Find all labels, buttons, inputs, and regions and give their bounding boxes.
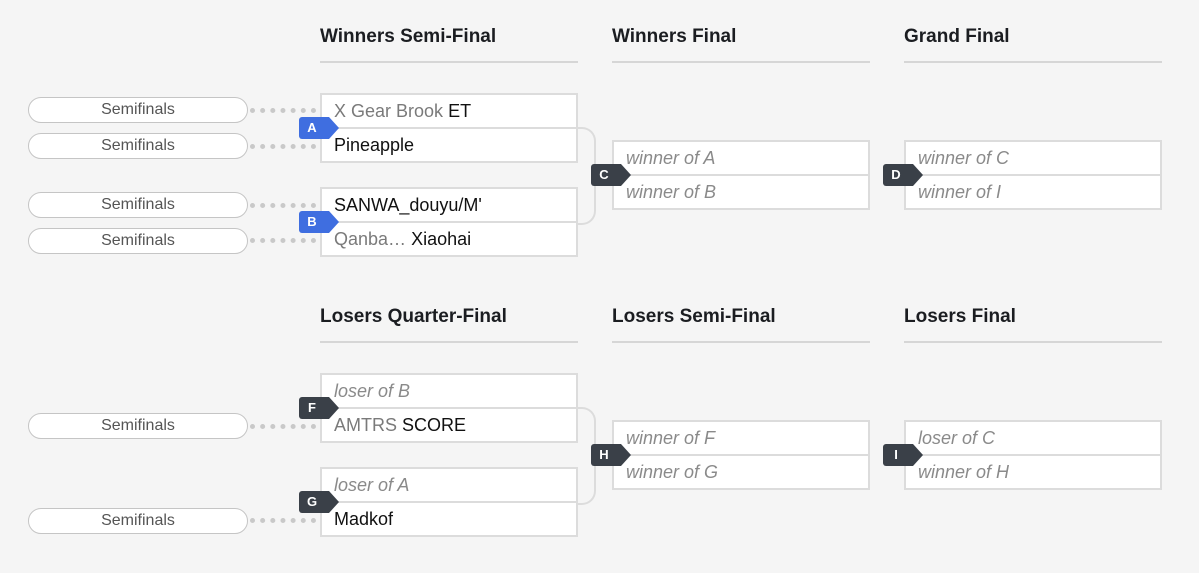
match-badge-h[interactable]: H — [591, 444, 631, 466]
connector-dash — [250, 518, 316, 523]
team-prefix: Qanba… — [334, 229, 407, 249]
match-a[interactable]: X Gear Brook ET Pineapple — [320, 93, 578, 163]
team-name: Xiaohai — [411, 229, 472, 249]
team-name: ET — [448, 101, 472, 121]
match-slot[interactable]: winner of A — [612, 140, 870, 176]
prev-match-pill[interactable]: Semifinals — [28, 97, 248, 123]
match-slot[interactable]: SANWA_douyu/M' — [320, 187, 578, 223]
match-slot[interactable]: Madkof — [320, 501, 578, 537]
match-badge-a[interactable]: A — [299, 117, 339, 139]
match-badge-c[interactable]: C — [591, 164, 631, 186]
team-name: Madkof — [334, 509, 394, 529]
match-slot[interactable]: loser of B — [320, 373, 578, 409]
match-slot[interactable]: winner of I — [904, 174, 1162, 210]
match-slot[interactable]: Qanba… Xiaohai — [320, 221, 578, 257]
round-title-losers-final: Losers Final — [904, 307, 1162, 343]
match-f[interactable]: loser of B AMTRS SCORE — [320, 373, 578, 443]
match-slot[interactable]: AMTRS SCORE — [320, 407, 578, 443]
match-badge-b[interactable]: B — [299, 211, 339, 233]
team-name: Pineapple — [334, 135, 415, 155]
match-badge-d[interactable]: D — [883, 164, 923, 186]
match-badge-label: G — [306, 494, 318, 509]
match-g[interactable]: loser of A Madkof — [320, 467, 578, 537]
match-badge-f[interactable]: F — [299, 397, 339, 419]
round-title-winners-final: Winners Final — [612, 27, 870, 63]
match-badge-label: C — [599, 167, 609, 182]
match-d[interactable]: winner of C winner of I — [904, 140, 1162, 210]
match-slot[interactable]: loser of A — [320, 467, 578, 503]
match-c[interactable]: winner of A winner of B — [612, 140, 870, 210]
match-slot[interactable]: Pineapple — [320, 127, 578, 163]
prev-match-pill[interactable]: Semifinals — [28, 413, 248, 439]
match-b[interactable]: SANWA_douyu/M' Qanba… Xiaohai — [320, 187, 578, 257]
prev-match-pill[interactable]: Semifinals — [28, 508, 248, 534]
connector-dash — [250, 108, 316, 113]
match-slot[interactable]: X Gear Brook ET — [320, 93, 578, 129]
match-h[interactable]: winner of F winner of G — [612, 420, 870, 490]
connector-dash — [250, 203, 316, 208]
round-title-winners-semi: Winners Semi-Final — [320, 27, 578, 63]
match-badge-i[interactable]: I — [883, 444, 923, 466]
prev-match-pill[interactable]: Semifinals — [28, 133, 248, 159]
team-name: SANWA_douyu/M' — [334, 195, 482, 215]
match-badge-label: F — [308, 400, 316, 415]
team-prefix: AMTRS — [334, 415, 397, 435]
connector-dash — [250, 238, 316, 243]
match-slot[interactable]: loser of C — [904, 420, 1162, 456]
team-prefix: X Gear Brook — [334, 101, 444, 121]
round-title-grand-final: Grand Final — [904, 27, 1162, 63]
match-slot[interactable]: winner of B — [612, 174, 870, 210]
team-name: SCORE — [402, 415, 467, 435]
prev-match-pill[interactable]: Semifinals — [28, 228, 248, 254]
connector-dash — [250, 144, 316, 149]
match-badge-label: B — [307, 214, 317, 229]
match-i[interactable]: loser of C winner of H — [904, 420, 1162, 490]
match-badge-label: D — [891, 167, 901, 182]
round-title-losers-quarter: Losers Quarter-Final — [320, 307, 578, 343]
match-slot[interactable]: winner of F — [612, 420, 870, 456]
connector-dash — [250, 424, 316, 429]
match-badge-label: H — [599, 447, 609, 462]
round-title-losers-semi: Losers Semi-Final — [612, 307, 870, 343]
prev-match-pill[interactable]: Semifinals — [28, 192, 248, 218]
match-slot[interactable]: winner of H — [904, 454, 1162, 490]
match-badge-label: A — [307, 120, 317, 135]
match-slot[interactable]: winner of G — [612, 454, 870, 490]
match-slot[interactable]: winner of C — [904, 140, 1162, 176]
match-badge-label: I — [894, 447, 898, 462]
match-badge-g[interactable]: G — [299, 491, 339, 513]
